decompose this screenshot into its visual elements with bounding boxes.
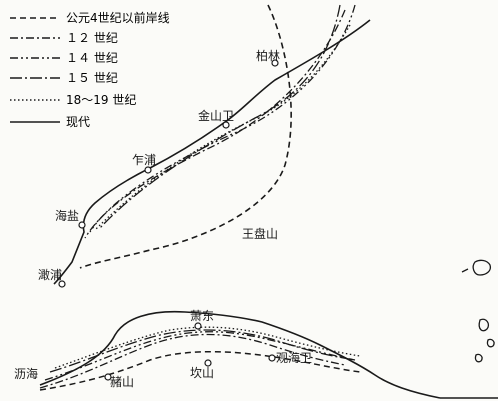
island-d	[486, 338, 495, 348]
legend-label-modern: 现代	[66, 115, 90, 129]
marker-baishan	[271, 59, 279, 67]
legend-label-12th-century: １２ 世纪	[66, 31, 118, 45]
label-guanhaiwei: 观海卫	[276, 350, 312, 365]
label-kanshan: 坎山	[190, 366, 214, 380]
legend-label-4th-century: 公元4世纪以前岸线	[66, 10, 170, 25]
south-historic-coastlines	[39, 310, 498, 399]
marker-haiyan	[78, 221, 86, 229]
label-baishan: 柏林	[256, 48, 280, 63]
legend-label-14th-century: １４ 世纪	[66, 51, 118, 65]
marker-ganpu	[58, 280, 66, 288]
label-ganpu: 澉浦	[38, 268, 62, 282]
coastline-18-19th-century-north	[94, 24, 351, 231]
marker-kanshan	[204, 359, 212, 367]
marker-nanshan	[104, 373, 112, 381]
coastline-14th-century-south	[44, 331, 356, 381]
coastline-4th-century-south	[39, 351, 361, 391]
island-a	[472, 259, 492, 276]
coastline-14th-century-north	[89, 4, 356, 233]
coastline-12th-century-south	[39, 333, 346, 389]
marker-xiaoshan	[194, 322, 202, 330]
legend: 公元4世纪以前岸线 １２ 世纪 １４ 世纪 １５ 世纪 18～19 世纪 现代	[10, 10, 170, 129]
label-haiyan: 海盐	[55, 208, 79, 223]
label-lihai: 沥海	[14, 366, 38, 381]
label-wangpanshan: 王盘山	[242, 226, 278, 241]
label-nanshan: 赭山	[110, 374, 134, 389]
legend-label-18-19th-century: 18～19 世纪	[66, 93, 136, 107]
island-b	[461, 268, 469, 273]
place-markers	[58, 59, 279, 381]
coastline-modern-north	[53, 19, 371, 285]
label-zhapu: 乍浦	[132, 152, 156, 167]
north-historic-coastlines	[53, 4, 371, 285]
label-jinshanwei: 金山卫	[198, 108, 234, 123]
coastline-18-19th-century-south	[54, 326, 361, 369]
place-labels: 柏林 金山卫 乍浦 海盐 澉浦 王盘山 萧东 坎山 赭山 观海卫 沥海	[14, 48, 312, 389]
coastline-15th-century-south	[49, 329, 356, 373]
coastline-12th-century-north	[84, 9, 346, 239]
marker-zhapu	[144, 166, 152, 174]
coastline-modern-south	[39, 310, 441, 399]
label-xiaoshan: 萧东	[190, 309, 214, 323]
island-e	[474, 353, 483, 363]
island-c	[478, 318, 490, 332]
marker-guanhaiwei	[268, 354, 276, 362]
legend-label-15th-century: １５ 世纪	[66, 71, 118, 85]
islands	[461, 259, 495, 363]
marker-jinshanwei	[222, 121, 230, 129]
